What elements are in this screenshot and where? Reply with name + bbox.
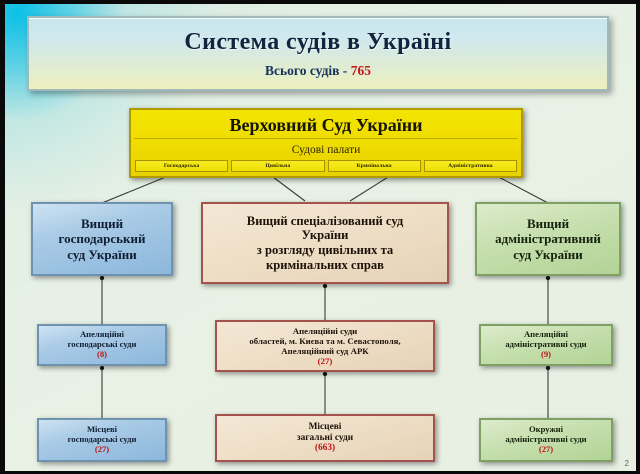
appellate-general-line1: Апеляційні суди [292, 325, 358, 336]
judicial-chambers-label: Судові палати [291, 143, 361, 156]
high-administrative-court-box: Вищий адміністративний суд України [475, 202, 621, 276]
high-commercial-court-line1: Вищий [80, 216, 124, 232]
chamber-commercial: Господарська [135, 160, 229, 172]
appellate-general-line3: Апеляційний суд АРК [281, 346, 369, 356]
local-administrative-courts-box: Окружні адміністративні суди (27) [479, 418, 613, 462]
high-specialized-court-line1: Вищий спеціалізований суд [246, 213, 404, 228]
appellate-administrative-courts-box: Апеляційні адміністративні суди (9) [479, 324, 613, 366]
local-commercial-count: (27) [94, 443, 110, 454]
local-general-line2: загальні суди [296, 432, 354, 443]
appellate-administrative-line1: Апеляційні [523, 329, 569, 340]
appellate-general-count: (27) [317, 356, 333, 367]
local-general-courts-box: Місцеві загальні суди (663) [215, 414, 435, 462]
high-commercial-court-line2: господарський [58, 231, 146, 247]
appellate-commercial-line2: господарські суди [67, 339, 137, 350]
local-commercial-line1: Місцеві [86, 424, 118, 435]
high-administrative-court-line3: суд України [513, 246, 583, 262]
total-courts-label: Всього судів - [265, 62, 348, 78]
appellate-commercial-count: (8) [96, 348, 108, 359]
high-specialized-court-box: Вищий спеціалізований суд України з розг… [201, 202, 449, 284]
title-banner: Система судів в Україні Всього судів - 7… [27, 16, 609, 91]
supreme-court-box: Верховний Суд України Судові палати Госп… [129, 108, 523, 178]
chamber-administrative: Адміністративна [423, 160, 517, 172]
local-administrative-line2: адміністративні суди [505, 434, 587, 445]
high-administrative-court-line1: Вищий [526, 216, 570, 232]
high-administrative-court-line2: адміністративний [495, 231, 601, 247]
supreme-court-title: Верховний Суд України [134, 113, 518, 139]
local-commercial-line2: господарські суди [67, 434, 137, 445]
appellate-general-courts-box: Апеляційні суди областей, м. Києва та м.… [215, 320, 435, 372]
total-courts-count: 765 [350, 62, 371, 78]
local-general-line1: Місцеві [308, 421, 342, 432]
appellate-commercial-line1: Апеляційні [79, 329, 125, 340]
chamber-criminal: Кримінальна [327, 160, 421, 172]
local-administrative-line1: Окружні [528, 424, 564, 435]
local-general-count: (663) [314, 443, 336, 454]
high-commercial-court-box: Вищий господарський суд України [31, 202, 173, 276]
appellate-general-line2: областей, м. Києва та м. Севастополя, [249, 335, 401, 346]
judicial-chambers-row: Господарська Цивільна Кримінальна Адміні… [134, 160, 518, 173]
local-administrative-count: (27) [538, 443, 554, 454]
high-specialized-court-line2: України [301, 228, 349, 243]
local-commercial-courts-box: Місцеві господарські суди (27) [37, 418, 167, 462]
appellate-administrative-line2: адміністративні суди [505, 339, 587, 350]
appellate-commercial-courts-box: Апеляційні господарські суди (8) [37, 324, 167, 366]
high-specialized-court-line4: кримінальних справ [266, 257, 384, 272]
chamber-civil: Цивільна [231, 160, 325, 172]
page-number: 2 [624, 459, 629, 468]
high-specialized-court-line3: з розгляду цивільних та [256, 243, 394, 257]
page-title: Система судів в Україні [184, 28, 452, 55]
total-courts-subtitle: Всього судів - 765 [265, 63, 371, 79]
appellate-administrative-count: (9) [540, 348, 552, 359]
high-commercial-court-line3: суд України [67, 246, 137, 262]
